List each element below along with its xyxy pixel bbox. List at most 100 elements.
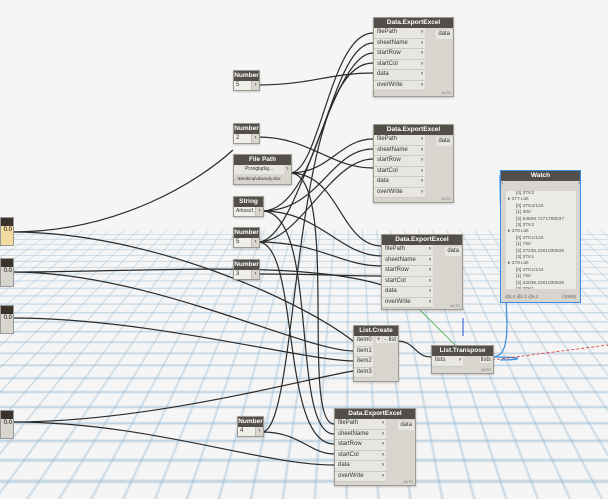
port-label: sheetName xyxy=(385,257,416,263)
output-port-data[interactable]: data xyxy=(436,30,452,39)
port-label: startRow xyxy=(338,441,362,447)
port-startRow[interactable]: startRow› xyxy=(382,266,433,277)
export-excel-node-4[interactable]: Data.ExportExcel filePath› sheetName› st… xyxy=(334,408,416,486)
port-overWrite[interactable]: overWrite› xyxy=(374,81,425,92)
output-port[interactable]: › xyxy=(252,81,259,90)
export-excel-node-3[interactable]: Data.ExportExcel filePath› sheetName› st… xyxy=(381,234,463,310)
node-title: Number xyxy=(238,417,263,427)
port-data[interactable]: data› xyxy=(374,177,425,188)
node-title: List.Create xyxy=(354,326,398,336)
number-node-2[interactable]: Number2› xyxy=(233,123,260,144)
port-startRow[interactable]: startRow› xyxy=(374,49,425,60)
list-transpose-node[interactable]: List.Transpose lists› lists AUTO xyxy=(431,345,494,374)
port-filePath[interactable]: filePath› xyxy=(374,135,425,146)
output-port[interactable]: › xyxy=(252,134,259,143)
watch-count: {1088} xyxy=(562,295,576,300)
port-item1[interactable]: item1 xyxy=(354,347,373,358)
output-port-data[interactable]: data xyxy=(436,137,452,146)
node-title: Data.ExportExcel xyxy=(335,409,415,419)
port-item3[interactable]: item3 xyxy=(354,368,373,379)
file-path-node[interactable]: File Path Przeglądaj...› ..\Desktop\obwo… xyxy=(233,154,292,185)
port-sheetName[interactable]: sheetName› xyxy=(335,430,386,441)
number-value[interactable]: 5 xyxy=(234,238,252,247)
port-label: overWrite xyxy=(377,189,403,195)
left-node-2[interactable]: 0.0 xyxy=(0,258,14,287)
output-port[interactable]: › xyxy=(284,165,291,174)
output-port[interactable]: › xyxy=(252,238,259,247)
port-data[interactable]: data› xyxy=(382,287,433,298)
port-startRow[interactable]: startRow› xyxy=(374,156,425,167)
port-label: overWrite xyxy=(338,473,364,479)
number-node-1[interactable]: Number5› xyxy=(233,70,260,91)
port-label: startCol xyxy=(377,168,398,174)
port-label: startCol xyxy=(338,452,359,458)
port-label: data xyxy=(377,178,389,184)
port-label: lists xyxy=(435,357,445,363)
string-value[interactable]: Arkusz1 xyxy=(234,207,256,216)
node-title: Data.ExportExcel xyxy=(374,18,453,28)
number-node-5[interactable]: Number4› xyxy=(237,416,264,437)
list-create-node[interactable]: List.Create item0 item1 item2 item3 + - … xyxy=(353,325,399,382)
remove-input-button[interactable]: - xyxy=(383,337,387,343)
port-label: startRow xyxy=(377,157,401,163)
output-port-data[interactable]: data xyxy=(398,421,414,430)
number-node-4[interactable]: Number3› xyxy=(233,259,260,280)
port-data[interactable]: data› xyxy=(374,70,425,81)
port-startCol[interactable]: startCol› xyxy=(374,60,425,71)
port-startCol[interactable]: startCol› xyxy=(382,277,433,288)
port-label: filePath xyxy=(338,420,358,426)
export-excel-node-2[interactable]: Data.ExportExcel filePath› sheetName› st… xyxy=(373,124,454,203)
watch-node[interactable]: Watch › › [0] 3TK2▸ 377 List[0] 3TK2/143… xyxy=(500,170,581,303)
output-port[interactable]: › xyxy=(256,427,263,436)
port-item0[interactable]: item0 xyxy=(354,336,373,347)
output-port[interactable]: › xyxy=(578,181,580,187)
port-label: item1 xyxy=(357,348,372,354)
port-data[interactable]: data› xyxy=(335,461,386,472)
add-input-button[interactable]: + xyxy=(376,337,382,343)
number-value[interactable]: 5 xyxy=(234,81,252,90)
left-node-1[interactable]: 0.0 xyxy=(0,217,14,246)
output-port-data[interactable]: data xyxy=(445,247,461,256)
port-filePath[interactable]: filePath› xyxy=(382,245,433,256)
input-port[interactable]: › xyxy=(501,181,503,187)
port-overWrite[interactable]: overWrite› xyxy=(382,298,433,309)
string-node[interactable]: StringArkusz1› xyxy=(233,196,264,217)
port-startCol[interactable]: startCol› xyxy=(374,167,425,178)
output-port-list[interactable]: list xyxy=(388,337,397,343)
port-lists[interactable]: lists› xyxy=(432,356,463,367)
watch-levels: @L4 @L3 @L1 xyxy=(505,295,538,300)
node-title: File Path xyxy=(234,155,291,165)
output-port-lists[interactable]: lists xyxy=(480,357,492,363)
left-node-3[interactable]: 0.0 xyxy=(0,305,14,334)
browse-button[interactable]: Przeglądaj... xyxy=(234,165,284,174)
port-label: item2 xyxy=(357,358,372,364)
port-label: overWrite xyxy=(385,299,411,305)
port-sheetName[interactable]: sheetName› xyxy=(382,256,433,267)
export-excel-node-1[interactable]: Data.ExportExcel filePath› sheetName› st… xyxy=(373,17,454,97)
port-label: data xyxy=(338,462,350,468)
number-value[interactable]: 3 xyxy=(234,270,252,279)
port-label: sheetName xyxy=(377,40,408,46)
port-overWrite[interactable]: overWrite› xyxy=(374,188,425,199)
port-overWrite[interactable]: overWrite› xyxy=(335,472,386,483)
left-node-4[interactable]: 0.0 xyxy=(0,410,14,439)
port-label: startCol xyxy=(385,278,406,284)
port-sheetName[interactable]: sheetName› xyxy=(374,39,425,50)
watch-list[interactable]: [0] 3TK2▸ 377 List[0] 3TK2/143[1] 300[2]… xyxy=(506,191,576,289)
number-node-3[interactable]: Number5› xyxy=(233,227,260,248)
node-title: Watch xyxy=(501,171,580,181)
port-label: data xyxy=(385,288,397,294)
port-startRow[interactable]: startRow› xyxy=(335,440,386,451)
output-port[interactable]: › xyxy=(256,207,263,216)
port-startCol[interactable]: startCol› xyxy=(335,451,386,462)
number-value[interactable]: 2 xyxy=(234,134,252,143)
node-value: 0.0 xyxy=(1,419,13,428)
port-item2[interactable]: item2 xyxy=(354,357,373,368)
node-value: 0.0 xyxy=(1,226,13,235)
output-port[interactable]: › xyxy=(252,270,259,279)
number-value[interactable]: 4 xyxy=(238,427,256,436)
port-filePath[interactable]: filePath› xyxy=(374,28,425,39)
port-filePath[interactable]: filePath› xyxy=(335,419,386,430)
port-sheetName[interactable]: sheetName› xyxy=(374,146,425,157)
node-value: 0.0 xyxy=(1,267,13,276)
